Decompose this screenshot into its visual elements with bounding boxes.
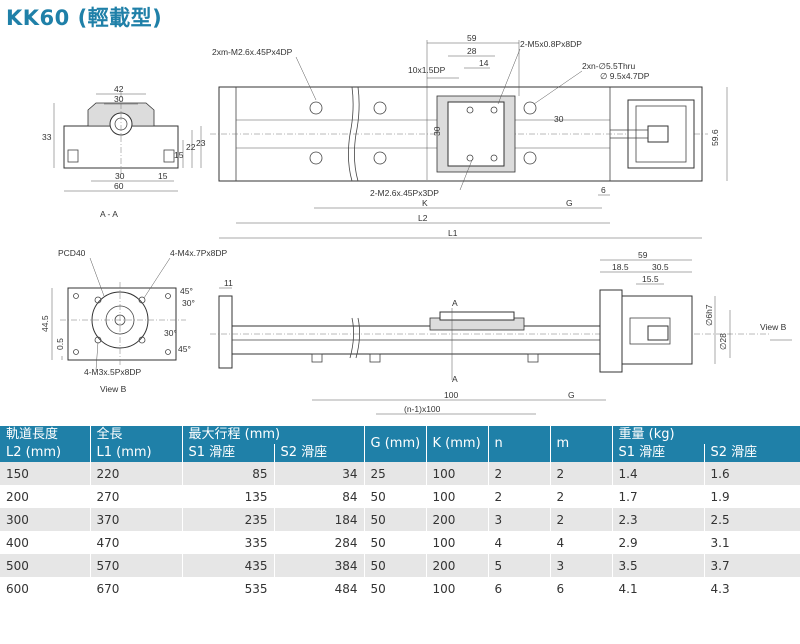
dim-0-5: 0.5 xyxy=(55,338,65,350)
callout-m26-4dp: 2xm-M2.6x.45Px4DP xyxy=(212,47,293,57)
angle-45a: 45° xyxy=(180,286,193,296)
header-g: G (mm) xyxy=(364,426,427,462)
header-rail-length: 軌道長度 L2 (mm) xyxy=(0,426,91,462)
callout-thru-2: ∅ 9.5x4.7DP xyxy=(600,71,650,81)
dim-28: 28 xyxy=(467,46,477,56)
angle-45b: 45° xyxy=(178,344,191,354)
side-motor-block xyxy=(599,289,623,373)
dim-14: 14 xyxy=(479,58,489,68)
plan-break-left xyxy=(348,86,354,182)
callout-m3: 4-M3x.5Px8DP xyxy=(84,367,141,377)
section-label: A - A xyxy=(100,209,118,219)
dim-30b: 30 xyxy=(115,171,125,181)
header-k: K (mm) xyxy=(426,426,489,462)
dim-30-5: 30.5 xyxy=(652,262,669,272)
dim-59-6: 59.6 xyxy=(710,129,720,146)
section-a-a-view: 42 30 33 15 22 23 30 15 60 A - A xyxy=(42,84,206,219)
plan-hole xyxy=(309,101,323,115)
dim-30a: 30 xyxy=(114,94,124,104)
dim-100: 100 xyxy=(444,390,458,400)
dim-23: 23 xyxy=(196,138,206,148)
callout-n100: (n-1)x100 xyxy=(404,404,441,414)
plan-shaft xyxy=(647,125,669,143)
view-b-label: View B xyxy=(100,384,127,394)
dim-22: 22 xyxy=(186,142,196,152)
header-weight: 重量 (kg) xyxy=(612,426,800,444)
spec-table: 軌道長度 L2 (mm) 全長 L1 (mm) 最大行程 (mm) G (mm)… xyxy=(0,426,800,600)
plan-hole xyxy=(523,101,537,115)
dim-15b: 15 xyxy=(158,171,168,181)
dim-30v: 30 xyxy=(432,126,442,136)
side-break xyxy=(349,317,354,359)
callout-m5: 2-M5x0.8Px8DP xyxy=(520,39,582,49)
dim-42: 42 xyxy=(114,84,124,94)
callout-thru-1: 2xn-∅5.5Thru xyxy=(582,61,636,71)
callout-m4: 4-M4x.7Px8DP xyxy=(170,248,227,258)
dim-59b: 59 xyxy=(638,250,648,260)
callout-10x1-5dp: 10x1.5DP xyxy=(408,65,446,75)
dim-11: 11 xyxy=(224,278,233,288)
page-title: KK60 (輕載型) xyxy=(6,6,163,30)
header-weight-s2: S2 滑座 xyxy=(704,444,800,462)
callout-h7: ∅6h7 xyxy=(704,304,714,326)
callout-m26-3dp: 2-M2.6x.45Px3DP xyxy=(370,188,439,198)
dim-G: G xyxy=(566,198,573,208)
callout-d28: ∅28 xyxy=(718,333,728,350)
angle-30a: 30° xyxy=(182,298,195,308)
header-stroke-s1: S1 滑座 xyxy=(182,444,275,462)
header-weight-s1: S1 滑座 xyxy=(612,444,705,462)
header-max-stroke: 最大行程 (mm) xyxy=(182,426,365,444)
dim-6: 6 xyxy=(601,185,606,195)
pcd-label: PCD40 xyxy=(58,248,86,258)
dim-33: 33 xyxy=(42,132,52,142)
dim-15-5: 15.5 xyxy=(642,274,659,284)
dim-59a: 59 xyxy=(467,33,477,43)
plan-hole xyxy=(373,151,387,165)
section-slot-left xyxy=(67,149,79,163)
dim-G2: G xyxy=(568,390,575,400)
dim-L2: L2 xyxy=(418,213,428,223)
plan-hole xyxy=(309,151,323,165)
angle-30b: 30° xyxy=(164,328,177,338)
view-b-arrow-label: View B xyxy=(760,322,787,332)
side-elevation-view: 59 18.5 30.5 15.5 11 100 G (n-1)x100 ∅6h… xyxy=(210,250,792,415)
section-screw-outer xyxy=(109,112,133,136)
dim-60: 60 xyxy=(114,181,124,191)
technical-drawing: 42 30 33 15 22 23 30 15 60 A - A xyxy=(40,33,792,415)
plan-hole xyxy=(523,151,537,165)
top-plan-view: 59 28 14 30 30 59.6 6 K G L2 L1 2xm-M2.6… xyxy=(210,33,728,239)
cut-label-top: A xyxy=(452,298,458,308)
dim-15: 15 xyxy=(174,150,184,160)
side-end-block xyxy=(218,295,233,369)
cut-label-bottom: A xyxy=(452,374,458,384)
section-slot-right xyxy=(163,149,175,163)
view-b: PCD40 4-M4x.7Px8DP 4-M3x.5Px8DP 44.5 0.5… xyxy=(40,248,227,394)
header-total-length: 全長 L1 (mm) xyxy=(90,426,183,462)
dim-30h: 30 xyxy=(554,114,564,124)
header-n: n xyxy=(488,426,551,462)
dim-18-5: 18.5 xyxy=(612,262,629,272)
header-stroke-s2: S2 滑座 xyxy=(274,444,365,462)
dim-L1: L1 xyxy=(448,228,458,238)
dim-44-5: 44.5 xyxy=(40,315,50,332)
dim-K: K xyxy=(422,198,428,208)
header-m: m xyxy=(550,426,613,462)
plan-hole xyxy=(373,101,387,115)
